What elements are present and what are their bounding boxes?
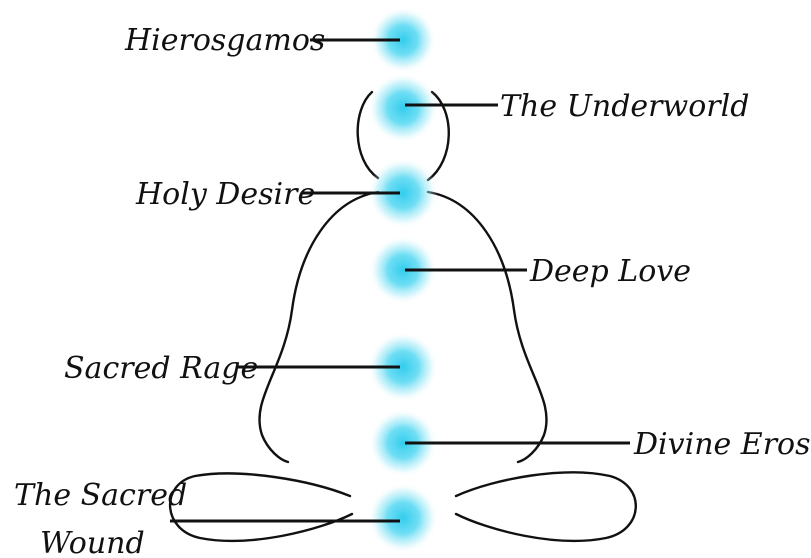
label-divine-eros: Divine Eros — [633, 427, 811, 462]
energy-centers — [368, 7, 438, 553]
label-deep-love: Deep Love — [529, 254, 691, 289]
label-the-underworld: The Underworld — [500, 89, 749, 124]
glow-underworld — [368, 73, 438, 143]
label-sacred-wound-line1: The Sacred — [14, 478, 187, 513]
label-holy-desire: Holy Desire — [135, 177, 315, 212]
label-hierosgamos: Hierosgamos — [124, 23, 325, 58]
label-sacred-wound-line2: Wound — [40, 526, 145, 558]
label-sacred-rage: Sacred Rage — [64, 351, 258, 386]
right-arm-outline — [428, 192, 547, 462]
glow-sacred-wound — [368, 483, 438, 553]
right-leg-outline — [456, 472, 636, 541]
left-arm-outline — [259, 192, 378, 462]
left-leg-outline — [170, 473, 352, 540]
